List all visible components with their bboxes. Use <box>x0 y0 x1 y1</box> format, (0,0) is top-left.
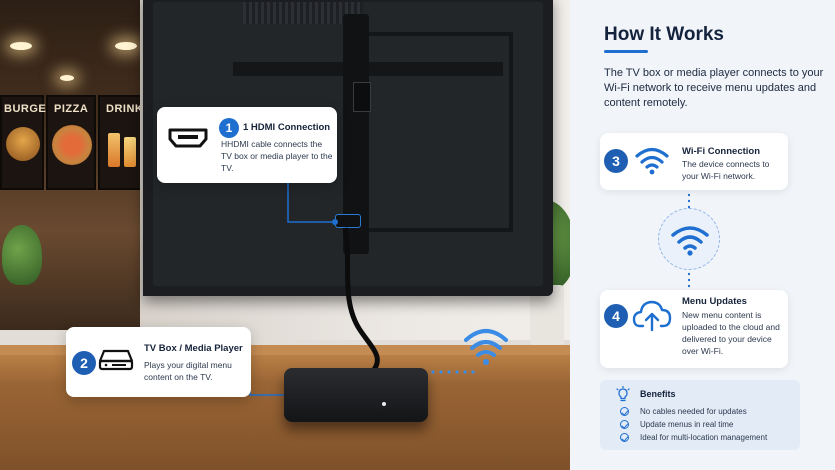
ceiling-lamp <box>115 42 137 50</box>
burger-image <box>6 127 40 161</box>
step-badge-2: 2 <box>72 351 96 375</box>
leader-dot <box>332 219 338 225</box>
benefit-item: Ideal for multi-location management <box>640 433 768 442</box>
media-player-icon <box>98 349 134 371</box>
menu-updates-description: New menu content is uploaded to the clou… <box>682 310 780 356</box>
wifi-icon <box>635 147 669 175</box>
wifi-hub <box>658 208 720 270</box>
benefits-box: Benefits No cables needed for updates Up… <box>600 380 800 450</box>
tvbox-description: Plays your digital menu content on the T… <box>144 360 232 382</box>
menu-board-label: DRINKS <box>106 103 152 115</box>
hdmi-title: 1 HDMI Connection <box>243 122 331 133</box>
check-icon <box>620 407 629 416</box>
menu-updates-title: Menu Updates <box>682 296 747 307</box>
tvbox-title: TV Box / Media Player <box>144 343 243 354</box>
wifi-step-title: Wi-Fi Connection <box>682 146 761 157</box>
check-icon <box>620 420 629 429</box>
benefit-item: Update menus in real time <box>640 420 734 429</box>
media-player-device <box>284 368 428 422</box>
benefits-title: Benefits <box>640 389 676 399</box>
plant-decoration <box>2 225 42 285</box>
wifi-signal-dots <box>423 370 475 374</box>
check-icon <box>620 433 629 442</box>
step-badge-4: 4 <box>604 304 628 328</box>
ceiling-lamp <box>10 42 32 50</box>
dotted-connector <box>688 192 690 208</box>
hdmi-leader-line <box>287 183 335 223</box>
how-it-works-panel: How It Works The TV box or media player … <box>570 0 835 470</box>
tv-vent <box>243 2 363 24</box>
panel-intro: The TV box or media player connects to y… <box>604 67 824 109</box>
drink-image <box>108 133 120 167</box>
cloud-upload-icon <box>632 300 672 332</box>
menu-board-drinks: DRINKS <box>98 95 151 190</box>
ceiling-lamp <box>60 75 74 81</box>
panel-title: How It Works <box>604 24 724 45</box>
lightbulb-icon <box>616 386 630 402</box>
hdmi-port-icon <box>168 128 208 148</box>
step-badge-3: 3 <box>604 149 628 173</box>
wifi-glow-icon <box>464 329 508 365</box>
wifi-step-description: The device connects to your Wi-Fi networ… <box>682 159 770 181</box>
drink-image <box>124 137 136 167</box>
step-card-wifi: 3 Wi-Fi Connection The device connects t… <box>600 133 788 190</box>
hdmi-cable <box>342 227 380 374</box>
hdmi-description: HHDMI cable connects the TV box or media… <box>221 139 333 173</box>
device-led <box>382 402 386 406</box>
title-underline <box>604 50 648 53</box>
menu-board-pizza: PIZZA <box>46 95 96 190</box>
restaurant-background: BURGERS PIZZA DRINKS <box>0 0 151 330</box>
scene-photo: BURGERS PIZZA DRINKS <box>0 0 570 470</box>
step-card-menu-updates: 4 Menu Updates New menu content is uploa… <box>600 290 788 368</box>
tvbox-callout: 2 TV Box / Media Player Plays your digit… <box>66 327 251 397</box>
menu-board-burgers: BURGERS <box>0 95 62 190</box>
pizza-image <box>52 125 92 165</box>
benefit-item: No cables needed for updates <box>640 407 747 416</box>
step-badge-1: 1 <box>219 118 239 138</box>
menu-board-label: PIZZA <box>54 103 89 115</box>
hdmi-callout: 1 1 HDMI Connection HHDMI cable connects… <box>157 107 337 183</box>
tv-port <box>353 82 371 112</box>
wifi-icon <box>671 226 709 256</box>
dotted-connector <box>688 271 690 289</box>
